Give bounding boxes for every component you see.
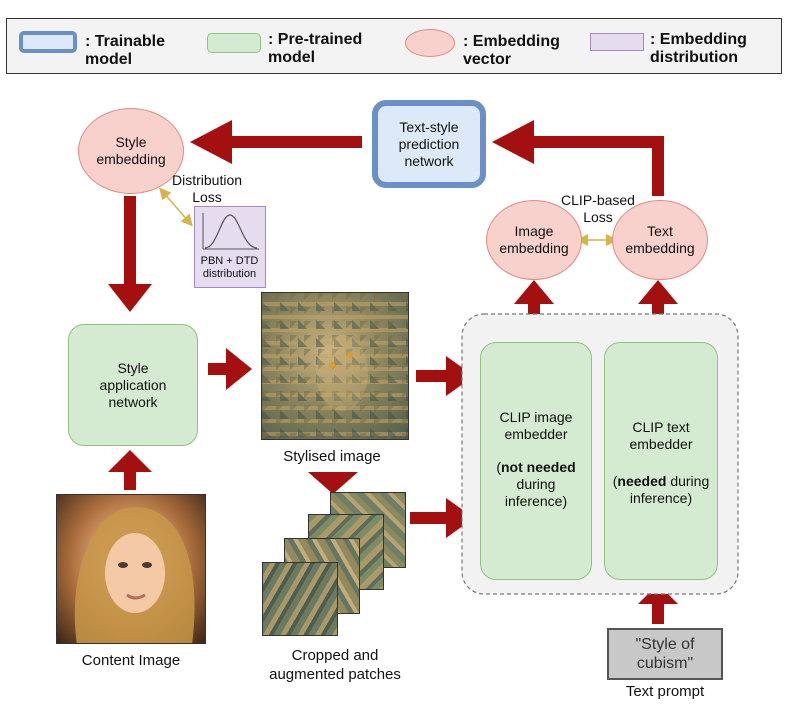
clip-text-embedder-node: CLIP text embedder (needed during infere… [604, 342, 718, 580]
stylised-image [261, 292, 409, 440]
arrow-to-text-style-network [492, 120, 664, 196]
legend-pretrained-swatch [207, 33, 261, 53]
arrow-to-style-embedding [190, 120, 362, 164]
clip-image-title: CLIP image embedder [499, 409, 573, 442]
text-prompt-box: "Style of cubism" [607, 628, 723, 680]
arrow-to-patches [308, 472, 358, 494]
distribution-loss-label: Distribution Loss [171, 172, 243, 205]
clip-text-note: (needed during [612, 473, 710, 489]
clip-loss-label: CLIP-based Loss [561, 192, 635, 225]
legend-trainable-label: : Trainable model [85, 33, 166, 68]
distribution-box: PBN + DTD distribution [194, 206, 266, 288]
arrow-from-content-image [108, 450, 152, 490]
arrow-to-stylised-image [208, 348, 252, 390]
clip-text-bold: needed [617, 473, 667, 489]
legend-pretrained-label: : Pre-trained model [268, 31, 363, 66]
text-prompt-label: Text prompt [625, 683, 705, 700]
style-embedding-node: Style embedding [78, 108, 184, 194]
legend: : Trainable model : Pre-trained model : … [6, 18, 782, 74]
legend-embedding-swatch [405, 29, 455, 57]
clip-image-note: (not needed [496, 459, 576, 475]
legend-embedding-label: : Embedding vector [463, 33, 560, 68]
distribution-box-label: PBN + DTD distribution [200, 255, 259, 280]
text-style-prediction-node: Text-style prediction network [372, 100, 486, 188]
arrow-patches-to-clip [410, 498, 474, 538]
patch-1 [262, 562, 338, 636]
legend-trainable-swatch [19, 31, 77, 53]
distribution-loss-connector [159, 187, 193, 227]
content-image-label: Content Image [81, 652, 181, 669]
clip-text-note-rest: inference) [629, 490, 693, 506]
clip-text-title: CLIP text embedder [629, 419, 693, 452]
legend-distribution-label: : Embedding distribution [650, 31, 747, 66]
style-application-node: Style application network [68, 324, 198, 446]
bell-curve-icon [202, 213, 259, 250]
clip-image-bold: not needed [501, 459, 576, 475]
stylised-image-label: Stylised image [283, 448, 381, 465]
legend-distribution-swatch [590, 33, 644, 51]
image-embedding-node: Image embedding [486, 200, 582, 280]
text-embedding-node: Text embedding [612, 200, 708, 280]
content-image [56, 494, 206, 644]
clip-image-note-rest: during inference) [504, 476, 568, 509]
stylised-face-icon [316, 335, 368, 411]
arrow-to-style-application [108, 196, 152, 312]
portrait-icon [74, 506, 195, 643]
cropped-patches-label: Cropped and augmented patches [269, 647, 401, 683]
arrow-stylised-to-clip [416, 356, 474, 396]
clip-image-embedder-node: CLIP image embedder (not needed during i… [480, 342, 592, 580]
